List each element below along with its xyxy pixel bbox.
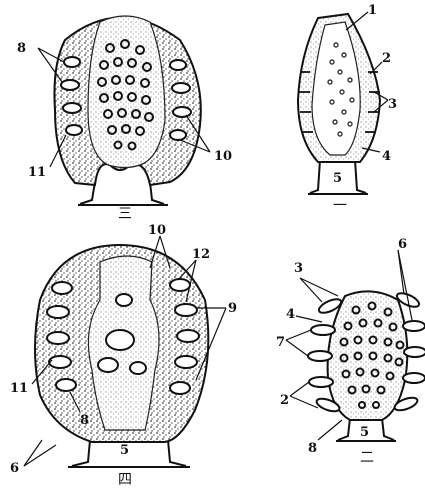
label-2: 2: [280, 393, 289, 408]
caption-2: 二: [360, 450, 374, 466]
label-4: 4: [382, 149, 391, 164]
label-2: 2: [382, 51, 391, 66]
label-5: 5: [360, 425, 369, 440]
label-11: 11: [28, 165, 46, 180]
caption-4: 四: [118, 472, 132, 488]
label-6: 6: [398, 237, 407, 252]
outer-body: [328, 291, 408, 420]
label-12: 12: [192, 247, 210, 262]
panel-bottom-left: 10 12 9 11 8 5 6 四: [10, 223, 237, 488]
label-5: 5: [120, 443, 129, 458]
panel-top-right: 1 2 3 4 5 一: [298, 3, 397, 214]
label-9: 9: [228, 301, 237, 316]
caption-3: 三: [118, 206, 132, 222]
label-7: 7: [276, 335, 285, 350]
label-4: 4: [286, 307, 295, 322]
central-region: [88, 16, 165, 168]
label-8: 8: [308, 441, 317, 456]
label-1: 1: [368, 3, 377, 18]
caption-1: 一: [333, 198, 347, 214]
panel-top-left: 8 10 11 三: [17, 16, 232, 222]
panel-bottom-right: 3 6 4 7 2 8 5 二: [276, 237, 425, 466]
label-3: 3: [388, 97, 397, 112]
label-5: 5: [333, 171, 342, 186]
label-6: 6: [10, 461, 19, 476]
label-11: 11: [10, 381, 28, 396]
label-3: 3: [294, 261, 303, 276]
label-10: 10: [214, 149, 232, 164]
label-8: 8: [17, 41, 26, 56]
label-8: 8: [80, 413, 89, 428]
label-10: 10: [148, 223, 166, 238]
